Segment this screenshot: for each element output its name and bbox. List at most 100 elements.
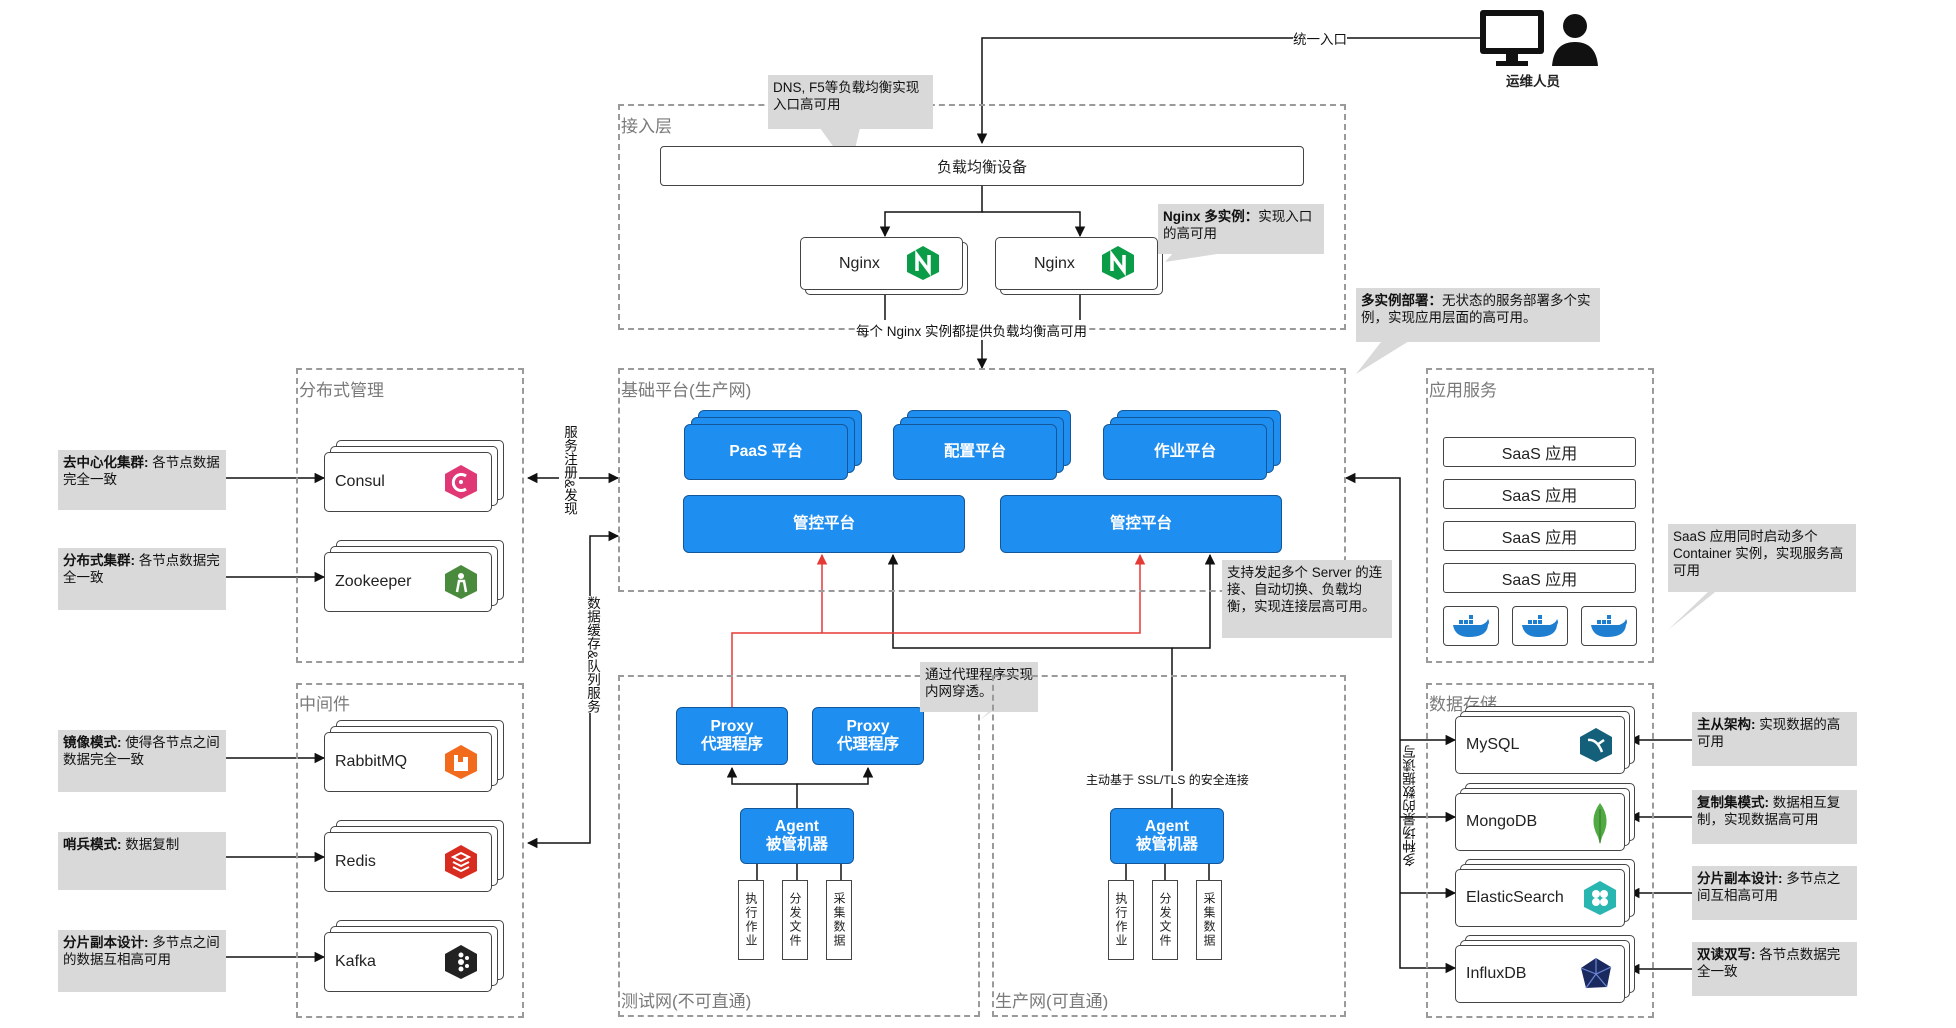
task-prod-exec[interactable]: 执行作业 [1108, 880, 1134, 960]
note-saas-multi-text: SaaS 应用同时启动多个 Container 实例，实现服务高可用 [1673, 529, 1844, 578]
mongodb-node[interactable]: MongoDB [1455, 783, 1635, 851]
docker-container-2[interactable] [1512, 606, 1568, 646]
note-zookeeper-text: 各节点数据完全一致 [63, 553, 220, 585]
elasticsearch-node[interactable]: ElasticSearch [1455, 859, 1635, 927]
config-platform[interactable]: 配置平台 [893, 410, 1071, 480]
influxdb-icon [1579, 956, 1613, 992]
note-multi-deploy: 多实例部署：无状态的服务部署多个实例，实现应用层面的高可用。 [1356, 288, 1600, 342]
task-test-dist[interactable]: 分发文件 [782, 880, 808, 960]
docker-icon [1453, 615, 1489, 637]
consul-node[interactable]: Consul [324, 440, 504, 512]
task-prod-dist[interactable]: 分发文件 [1152, 880, 1178, 960]
docker-container-1[interactable] [1443, 606, 1499, 646]
note-nginx-multi-text: 实现入口的高可用 [1163, 209, 1313, 241]
saas-app-2[interactable]: SaaS 应用 [1443, 479, 1636, 509]
paas-platform[interactable]: PaaS 平台 [684, 410, 862, 480]
note-elasticsearch: 分片副本设计: 多节点之间互相高可用 [1692, 866, 1857, 920]
influxdb-node[interactable]: InfluxDB [1455, 935, 1635, 1003]
rabbitmq-node[interactable]: RabbitMQ [324, 720, 504, 792]
redis-node[interactable]: Redis [324, 820, 504, 892]
note-rabbitmq-text: 使得各节点之间数据完全一致 [63, 735, 220, 767]
middleware-group [296, 683, 524, 1018]
docker-container-3[interactable] [1581, 606, 1637, 646]
edge-label-multi-rw: 多种场景的数据读写 [1403, 745, 1418, 867]
edge-label-svc-discovery: 服务注册&发现 [559, 425, 579, 516]
note-mongodb-text: 数据相互复制，实现数据高可用 [1697, 795, 1841, 827]
proxy-1-title: Proxy [710, 718, 754, 735]
rabbitmq-icon [444, 744, 478, 780]
note-zookeeper-title: 分布式集群: [63, 553, 135, 568]
note-influxdb-title: 双读双写: [1697, 947, 1756, 962]
note-consul: 去中心化集群: 各节点数据完全一致 [58, 450, 226, 510]
agent-test-subtitle: 被管机器 [765, 836, 828, 853]
control-platform-2[interactable]: 管控平台 [1000, 495, 1282, 553]
task-test-exec[interactable]: 执行作业 [738, 880, 764, 960]
job-platform[interactable]: 作业平台 [1103, 410, 1281, 480]
saas-app-1[interactable]: SaaS 应用 [1443, 437, 1636, 467]
agent-test-title: Agent [775, 818, 819, 835]
agent-prod-subtitle: 被管机器 [1135, 836, 1198, 853]
platform-label: 基础平台(生产网) [621, 381, 752, 400]
note-redis: 哨兵模式: 数据复制 [58, 832, 226, 890]
note-proxy-penetration-text: 通过代理程序实现内网穿透。 [925, 667, 1033, 699]
monitor-user-icon [1480, 10, 1598, 66]
note-nginx-multi: Nginx 多实例：实现入口的高可用 [1158, 204, 1324, 254]
access-layer-label: 接入层 [621, 117, 672, 136]
nginx-instance-1[interactable]: Nginx [800, 237, 968, 295]
data-store-group [1426, 683, 1654, 1018]
load-balancer[interactable]: 负载均衡设备 [660, 146, 1304, 186]
app-service-label: 应用服务 [1429, 381, 1497, 400]
note-multi-deploy-title: 多实例部署： [1361, 293, 1442, 308]
task-prod-collect[interactable]: 采集数据 [1196, 880, 1222, 960]
note-mysql-title: 主从架构: [1697, 717, 1756, 732]
saas-app-3[interactable]: SaaS 应用 [1443, 521, 1636, 551]
mysql-icon [1579, 727, 1613, 763]
operator-label: 运维人员 [1506, 74, 1560, 89]
unified-entry-label: 统一入口 [1293, 28, 1347, 48]
note-multi-deploy-text: 无状态的服务部署多个实例，实现应用层面的高可用。 [1361, 293, 1591, 325]
mysql-node[interactable]: MySQL [1455, 706, 1635, 774]
nginx-caption: 每个 Nginx 实例都提供负载均衡高可用 [856, 320, 1088, 340]
note-proxy-penetration: 通过代理程序实现内网穿透。 [920, 662, 1038, 712]
dist-mgmt-label: 分布式管理 [299, 381, 384, 400]
nginx-instance-2[interactable]: Nginx [995, 237, 1163, 295]
note-influxdb: 双读双写: 各节点数据完全一致 [1692, 942, 1857, 996]
redis-icon [444, 844, 478, 880]
docker-icon [1591, 615, 1627, 637]
elasticsearch-icon [1583, 880, 1617, 916]
nginx-icon [906, 245, 940, 281]
note-server-multi-text: 支持发起多个 Server 的连接、自动切换、负载均衡，实现连接层高可用。 [1227, 565, 1383, 614]
saas-app-4[interactable]: SaaS 应用 [1443, 563, 1636, 593]
note-consul-title: 去中心化集群: [63, 455, 149, 470]
test-net-group [618, 675, 980, 1017]
kafka-node[interactable]: Kafka [324, 920, 504, 992]
config-label: 配置平台 [893, 424, 1057, 480]
nginx-1-label: Nginx [800, 237, 963, 290]
note-kafka: 分片副本设计: 多节点之间的数据互相高可用 [58, 930, 226, 992]
note-rabbitmq-title: 镜像模式: [63, 735, 122, 750]
dist-mgmt-group [296, 368, 524, 663]
note-elasticsearch-title: 分片副本设计: [1697, 871, 1783, 886]
agent-prod-title: Agent [1145, 818, 1189, 835]
mongodb-leaf-icon [1583, 801, 1617, 845]
zookeeper-node[interactable]: Zookeeper [324, 540, 504, 612]
zookeeper-icon [444, 564, 478, 600]
note-mongodb: 复制集模式: 数据相互复制，实现数据高可用 [1692, 790, 1857, 844]
middleware-label: 中间件 [299, 695, 350, 714]
docker-icon [1522, 615, 1558, 637]
proxy-2-subtitle: 代理程序 [836, 736, 899, 753]
note-dns-text: DNS, F5等负载均衡实现入口高可用 [773, 80, 920, 112]
ssl-tls-label: 主动基于 SSL/TLS 的安全连接 [1086, 771, 1249, 788]
task-test-collect[interactable]: 采集数据 [826, 880, 852, 960]
control-platform-1[interactable]: 管控平台 [683, 495, 965, 553]
app-service-group [1426, 368, 1654, 663]
edge-label-cache-queue: 数据缓存&队列服务 [582, 596, 602, 714]
consul-icon [444, 464, 478, 500]
note-kafka-text: 多节点之间的数据互相高可用 [63, 935, 220, 967]
note-influxdb-text: 各节点数据完全一致 [1697, 947, 1841, 979]
prod-net-label: 生产网(可直通) [995, 992, 1109, 1011]
